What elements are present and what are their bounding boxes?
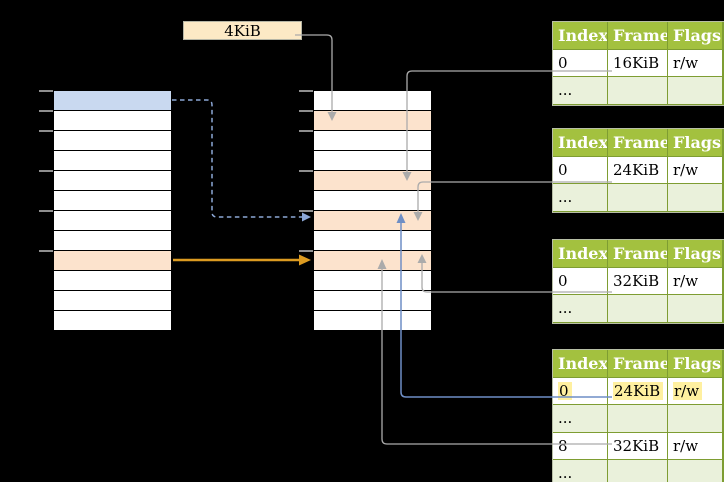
page-table-cell: ... [553, 460, 608, 482]
memory-row [314, 271, 431, 291]
memory-row [54, 171, 171, 191]
page-table-cell: r/w [668, 377, 722, 405]
page-table-cell: r/w [668, 432, 722, 460]
memory-row [314, 311, 431, 331]
address-tick [39, 170, 53, 172]
page-table-cell: 0 [553, 377, 608, 405]
page-table-cell: ... [553, 184, 608, 212]
intermediate-memory-column [299, 90, 432, 331]
memory-row [54, 311, 171, 331]
memory-row [54, 131, 171, 151]
highlighted-value: 0 [558, 381, 572, 400]
page-table-cell: 24KiB [608, 377, 668, 405]
memory-row [54, 191, 171, 211]
page-table-header-cell: Frame [608, 350, 668, 378]
address-tick [39, 90, 53, 92]
address-tick [299, 90, 313, 92]
page-table-header-cell: Index [553, 22, 608, 50]
memory-row [54, 231, 171, 251]
memory-row [54, 271, 171, 291]
memory-row [314, 211, 431, 231]
page-table-header-cell: Index [553, 129, 608, 157]
page-table-cell [608, 460, 668, 482]
memory-row [314, 171, 431, 191]
memory-row [314, 111, 431, 131]
memory-row [314, 191, 431, 211]
page-table-cell: ... [553, 295, 608, 323]
page-table-header-cell: Flags [668, 240, 722, 268]
page-table-cell: 24KiB [608, 156, 668, 184]
page-table-cell [608, 405, 668, 433]
memory-row [54, 251, 171, 271]
page-table-header-cell: Frame [608, 22, 668, 50]
memory-row [314, 251, 431, 271]
page-table-cell: 16KiB [608, 49, 668, 77]
page-table-cell: 32KiB [608, 267, 668, 295]
page-table-cell: 0 [553, 49, 608, 77]
page-table-header-cell: Index [553, 350, 608, 378]
memory-row [314, 231, 431, 251]
page-table-cell: r/w [668, 49, 722, 77]
page-table-header-cell: Flags [668, 129, 722, 157]
address-tick [299, 250, 313, 252]
address-tick [299, 130, 313, 132]
memory-row [54, 291, 171, 311]
memory-row [54, 211, 171, 231]
memory-row [54, 91, 171, 111]
memory-row [54, 151, 171, 171]
page-size-label: 4KiB [224, 21, 261, 40]
page-table-cell: ... [553, 77, 608, 105]
page-size-box: 4KiB [183, 21, 302, 40]
page-table-header-cell: Flags [668, 350, 722, 378]
dashed-arrow-left-row0-to-mid-row6 [172, 99, 311, 222]
virtual-memory-column [39, 90, 172, 331]
page-table-cell: r/w [668, 156, 722, 184]
page-table-cell: 8 [553, 432, 608, 460]
page-table-cell [608, 295, 668, 323]
page-table-cell [668, 460, 722, 482]
memory-row [314, 91, 431, 111]
page-table-cell [668, 77, 722, 105]
page-table-header-cell: Index [553, 240, 608, 268]
memory-row [314, 291, 431, 311]
address-tick [39, 110, 53, 112]
page-table-cell [668, 184, 722, 212]
memory-row [314, 131, 431, 151]
page-table-header-cell: Frame [608, 240, 668, 268]
page-table-cell [608, 77, 668, 105]
orange-arrow-left-row8-to-mid-row8 [173, 254, 311, 266]
page-table-cell: 32KiB [608, 432, 668, 460]
page-table-cell [668, 405, 722, 433]
address-tick [299, 170, 313, 172]
address-tick [299, 210, 313, 212]
page-table-cell: r/w [668, 267, 722, 295]
page-table-cell [668, 295, 722, 323]
highlighted-value: 24KiB [613, 381, 664, 400]
address-tick [39, 210, 53, 212]
address-tick [39, 250, 53, 252]
page-table-header-cell: Frame [608, 129, 668, 157]
address-tick [39, 130, 53, 132]
page-table-cell: 0 [553, 156, 608, 184]
highlighted-value: r/w [673, 381, 703, 400]
page-table-cell: 0 [553, 267, 608, 295]
page-table-cell: ... [553, 405, 608, 433]
page-table-cell [608, 184, 668, 212]
address-tick [299, 110, 313, 112]
memory-row [314, 151, 431, 171]
page-table-header-cell: Flags [668, 22, 722, 50]
memory-row [54, 111, 171, 131]
